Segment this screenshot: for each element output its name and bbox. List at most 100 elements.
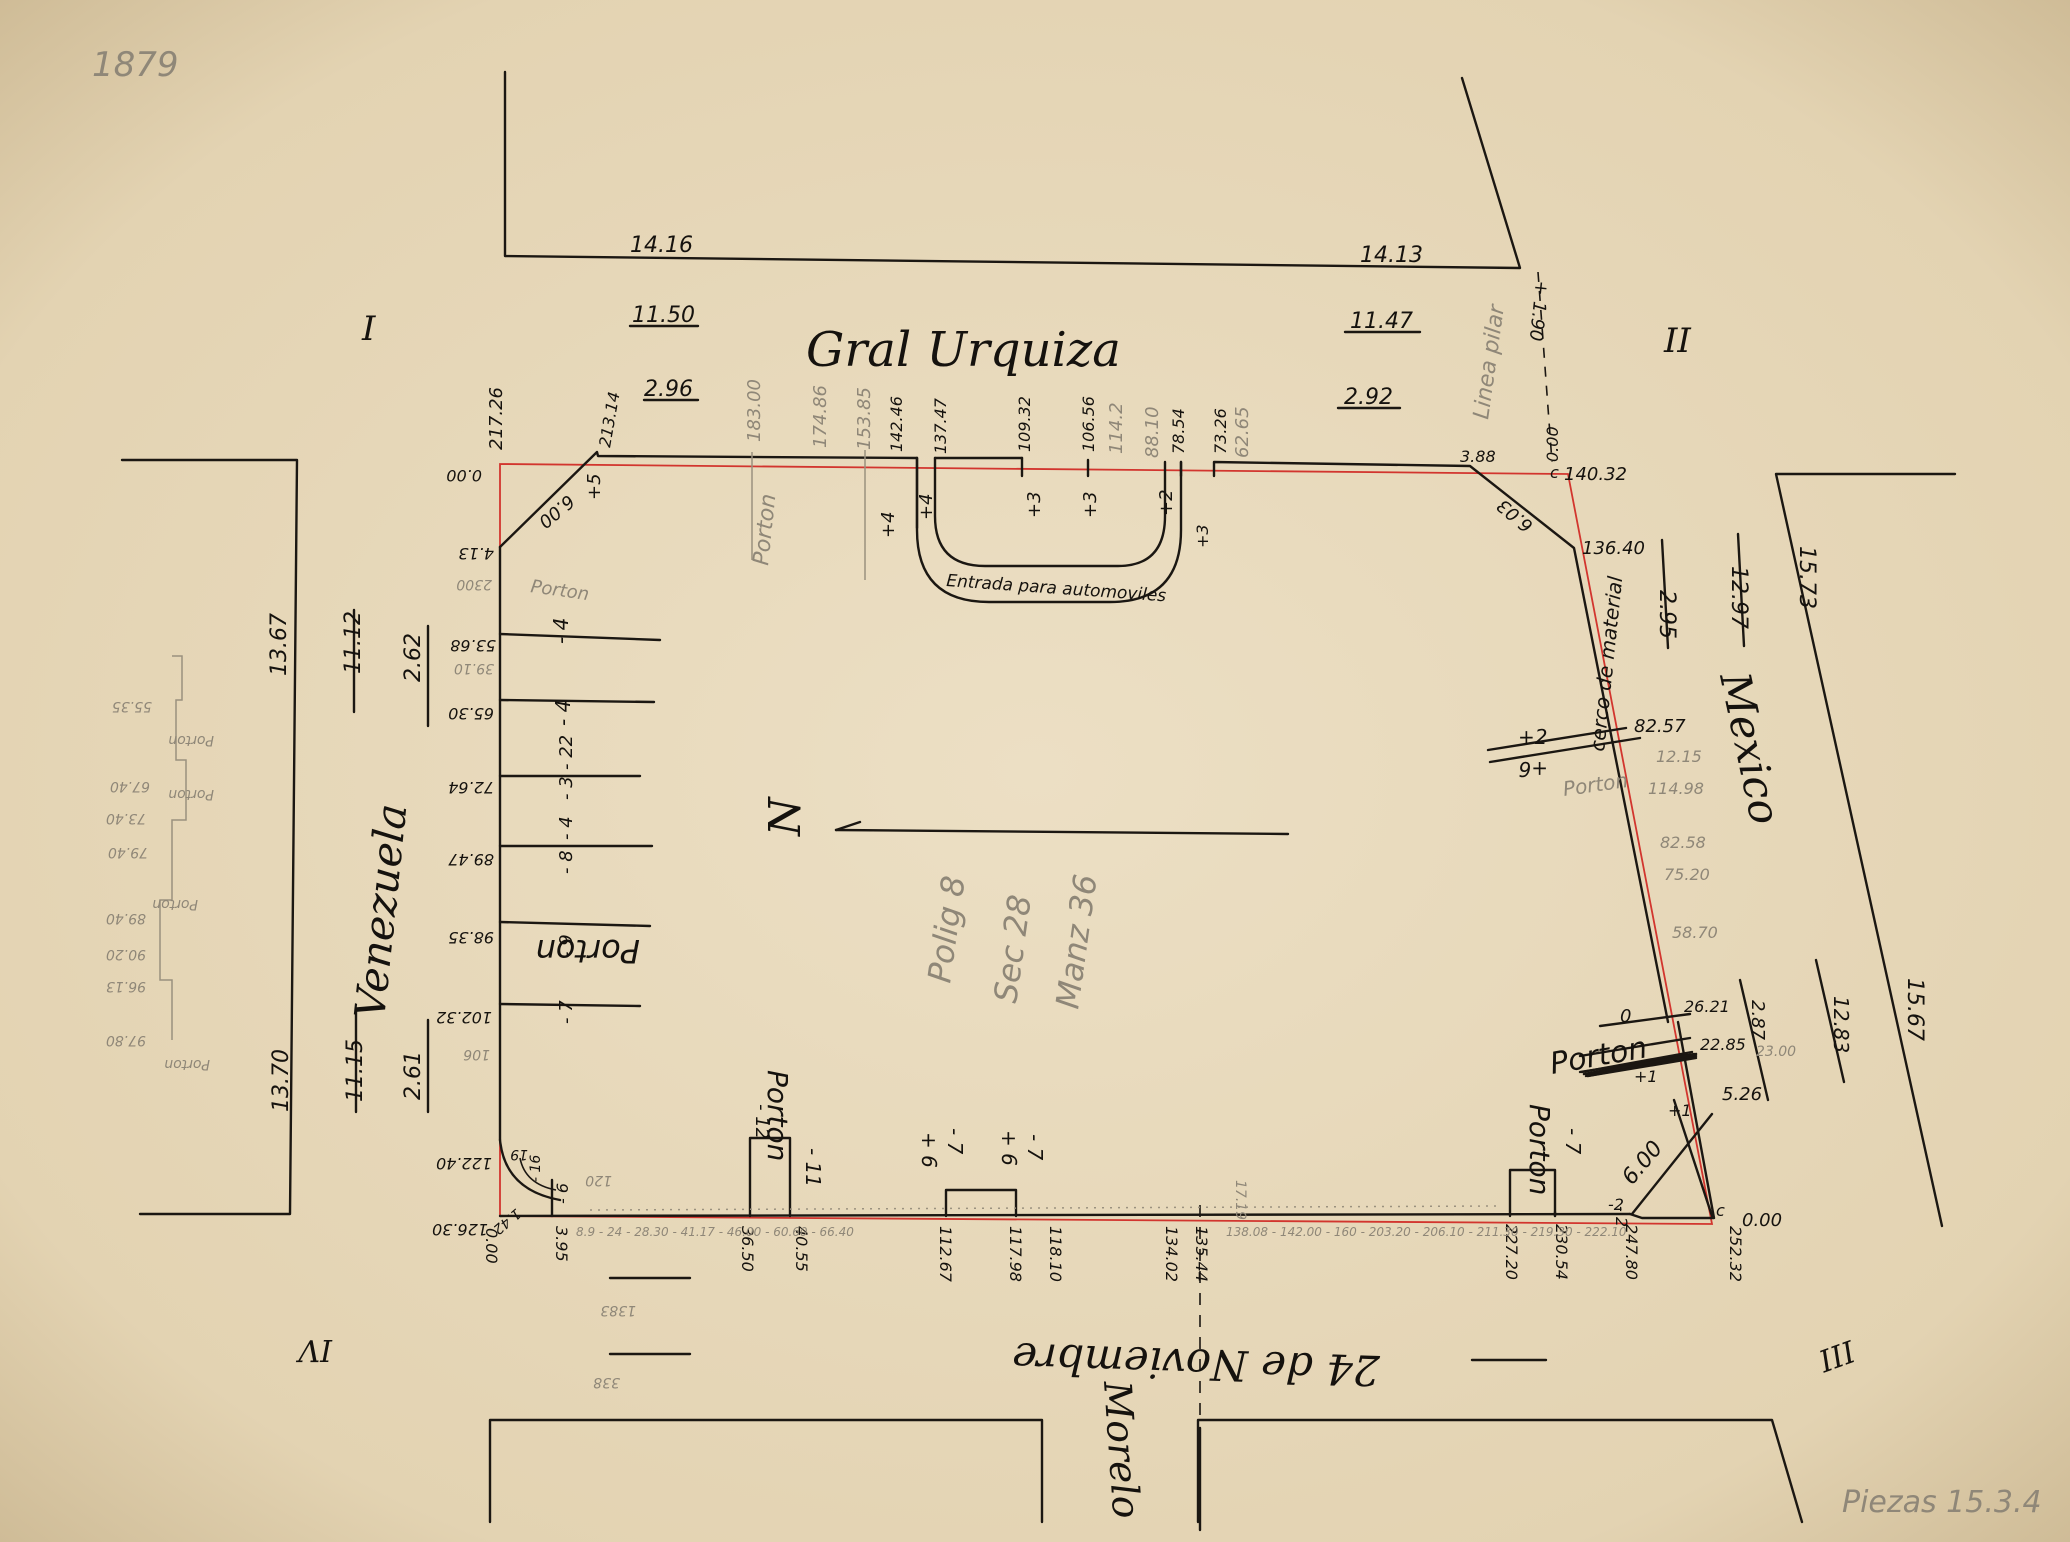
lot-outline xyxy=(498,450,1716,1220)
s-g-7a: - 7 xyxy=(943,1128,967,1155)
e-plus6: +6 xyxy=(1519,757,1548,781)
n-grade-2: +2 xyxy=(1156,489,1177,516)
pencil-west-strip xyxy=(159,655,187,1040)
w-west-road-top: 11.12 xyxy=(341,611,366,674)
e-pencil-5870: 58.70 xyxy=(1672,923,1718,942)
west-line-98 xyxy=(498,920,652,928)
e-pencil-11498: 114.98 xyxy=(1648,779,1704,798)
w-g-16: - 16 xyxy=(528,1155,544,1182)
w-west-walk-top: 2.62 xyxy=(401,633,426,682)
w-g-4b: - 4 xyxy=(551,700,575,726)
north-wall-left xyxy=(498,450,919,549)
block-number-1: I xyxy=(361,309,376,349)
east-gate-low-h xyxy=(1586,1056,1698,1078)
block-east-outline xyxy=(1774,472,1957,1228)
se-chamfer-a xyxy=(1672,1098,1714,1218)
ne-dashed-line xyxy=(1537,271,1553,463)
s-g-7b: - 7 xyxy=(1023,1134,1047,1161)
e-pencil-2300: 23.00 xyxy=(1756,1044,1796,1060)
e-2621: 26.21 xyxy=(1684,997,1730,1016)
east-wall-lower xyxy=(1628,1020,1716,1220)
sheet-number: 1879 xyxy=(92,45,179,85)
west-line-102 xyxy=(498,1002,642,1008)
w-12630: 126.30 xyxy=(432,1220,488,1239)
w-strip-5: 79.40 xyxy=(108,844,148,860)
e-c1: c xyxy=(1550,463,1559,482)
w-strip-1: Porton xyxy=(168,732,214,748)
w-12240: 122.40 xyxy=(436,1154,492,1173)
w-east-block-top: 15.73 xyxy=(1794,546,1819,609)
w-strip-7: 89.40 xyxy=(106,910,146,926)
w-6530: 65.30 xyxy=(448,704,494,723)
w-west-block-bottom: 13.70 xyxy=(269,1049,294,1112)
pencil-marks xyxy=(159,450,1501,1211)
n-corner-ne-zero: 0.00 xyxy=(1543,426,1562,462)
block-number-4: IV xyxy=(295,1332,333,1367)
gate-south-right: Porton xyxy=(1523,1104,1556,1195)
s-g-2: - 2 xyxy=(1612,1206,1631,1227)
street-south-extension: Morelo xyxy=(1095,1379,1149,1520)
s-pencil-120: 120 xyxy=(585,1172,612,1188)
s-g-6a: + 6 xyxy=(917,1132,941,1168)
s-pencil-338: 338 xyxy=(593,1374,620,1390)
e-c2: c xyxy=(1716,1201,1725,1220)
w-west-block: 13.67 xyxy=(267,613,292,676)
w-strip-0: 55.35 xyxy=(112,698,152,714)
footer-note: Piezas 15.3.4 xyxy=(1842,1485,2042,1520)
west-line-53 xyxy=(498,632,662,642)
s-pencil-dots-2: 138.08 - 142.00 - 160 - 203.20 - 206.10 … xyxy=(1226,1225,1627,1239)
e-2285: 22.85 xyxy=(1700,1035,1746,1054)
n-pencil-1: 183.00 xyxy=(744,379,765,442)
block-south-right-outline xyxy=(1196,1418,1804,1524)
rule-east-295 xyxy=(1660,538,1670,650)
e-pencil-7520: 75.20 xyxy=(1664,865,1710,884)
block-number-2: II xyxy=(1663,321,1691,361)
w-g-22: - 22 xyxy=(556,735,577,770)
w-dim-19: 19 xyxy=(510,1146,528,1162)
s-13402: 134.02 xyxy=(1162,1226,1181,1282)
w-g-4c: - 4 xyxy=(556,816,577,840)
east-gate-top-a xyxy=(1488,736,1642,764)
s-pencil-1383: 1383 xyxy=(600,1302,636,1318)
n-grade-4a: +4 xyxy=(878,511,899,538)
block-west-outline xyxy=(120,458,299,1216)
w-north-walk-right: 2.92 xyxy=(1344,385,1393,410)
w-g-6: - 6 xyxy=(553,1183,572,1204)
s-11267: 112.67 xyxy=(936,1226,955,1283)
w-strip-6: Porton xyxy=(152,896,198,912)
s-11810: 118.10 xyxy=(1046,1226,1065,1282)
s-24780: 247.80 xyxy=(1622,1224,1641,1280)
w-strip-9: 96.13 xyxy=(106,978,146,994)
w-g-8: - 8 xyxy=(556,850,577,874)
n-chamfer-ne: 3.88 xyxy=(1460,447,1496,466)
south-wall xyxy=(498,1212,1632,1218)
n-driveway-mid-2: 106.56 xyxy=(1079,396,1098,452)
east-gate-top-b xyxy=(1486,726,1628,752)
street-north: Gral Urquiza xyxy=(806,322,1121,378)
w-east-road-top: 12.97 xyxy=(1726,566,1751,629)
n-driveway-right-1: 78.54 xyxy=(1169,408,1188,454)
n-grade-5: +5 xyxy=(584,473,605,500)
w-strip-11: Porton xyxy=(164,1056,210,1072)
north-arrow-head xyxy=(834,820,862,832)
w-north-mid-left: 11.50 xyxy=(632,303,695,328)
w-g-4a: - 4 xyxy=(549,618,573,644)
east-road-line xyxy=(1814,958,1846,1084)
s-22720: 227.20 xyxy=(1502,1224,1521,1280)
w-g-3: - 3 xyxy=(556,776,577,800)
n-pencil-5: 88.10 xyxy=(1142,406,1163,458)
n-pencil-3: 153.85 xyxy=(854,387,875,450)
n-pencil-6: 62.65 xyxy=(1232,406,1253,458)
west-ticks xyxy=(498,632,662,1008)
e-13640: 136.40 xyxy=(1582,538,1645,559)
s-23054: 230.54 xyxy=(1552,1224,1571,1280)
e-plus1b: +1 xyxy=(1668,1101,1692,1120)
n-pencil-4: 114.2 xyxy=(1106,402,1127,454)
width-rules xyxy=(352,324,1746,1362)
s-g-6b: + 6 xyxy=(997,1130,1021,1166)
n-driveway-left-1: 142.46 xyxy=(887,396,906,452)
adjacent-blocks xyxy=(120,70,1957,1524)
gate-south-left: Porton xyxy=(761,1070,794,1161)
